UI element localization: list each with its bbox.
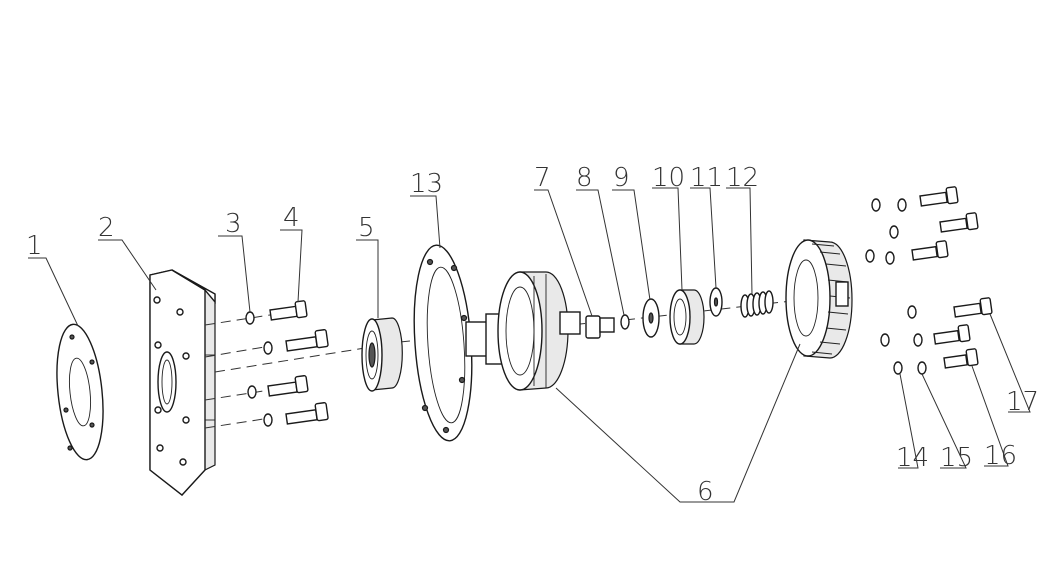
part-13-gasket bbox=[413, 244, 473, 442]
callout-4: 4 bbox=[283, 203, 300, 233]
part-14-washers bbox=[865, 198, 903, 375]
part-16-bolts bbox=[911, 186, 979, 369]
bolt bbox=[285, 402, 329, 425]
bolt bbox=[285, 329, 329, 352]
callout-12: 12 bbox=[726, 163, 759, 193]
callout-13: 13 bbox=[410, 169, 443, 199]
part-10-bearing bbox=[669, 289, 705, 345]
callout-9: 9 bbox=[613, 163, 630, 193]
part-15-washers bbox=[885, 198, 927, 375]
callout-16: 16 bbox=[984, 441, 1017, 471]
callout-7: 7 bbox=[534, 163, 551, 193]
callout-1: 1 bbox=[26, 231, 43, 261]
callout-3: 3 bbox=[225, 209, 242, 239]
callout-11: 11 bbox=[690, 163, 723, 193]
bolt bbox=[267, 375, 309, 397]
leader-lines bbox=[28, 187, 1031, 503]
part-6-gear-wheel bbox=[785, 239, 853, 359]
callout-5: 5 bbox=[358, 213, 375, 243]
bolt bbox=[269, 300, 308, 321]
callout-15: 15 bbox=[940, 443, 973, 473]
callout-10: 10 bbox=[652, 163, 685, 193]
part-3-washers bbox=[245, 311, 273, 427]
callout-6: 6 bbox=[697, 477, 714, 507]
part-4-bolts bbox=[267, 300, 329, 425]
callout-8: 8 bbox=[576, 163, 593, 193]
part-17-bolts bbox=[953, 297, 993, 318]
part-7-bolt bbox=[585, 315, 615, 339]
callout-labels: 1 2 3 4 5 6 7 8 9 10 11 12 13 14 15 16 1… bbox=[26, 163, 1039, 507]
part-12-spring bbox=[740, 290, 774, 318]
part-1-gasket bbox=[56, 323, 104, 461]
part-5-bearing bbox=[361, 317, 403, 392]
part-6-shaft-pulley bbox=[465, 271, 581, 391]
part-8-washer bbox=[620, 314, 630, 330]
callout-14: 14 bbox=[896, 443, 929, 473]
part-2-flange-plate bbox=[149, 269, 216, 496]
callout-2: 2 bbox=[98, 213, 115, 243]
part-9-spacer bbox=[642, 298, 660, 338]
part-11-washer bbox=[709, 287, 723, 317]
callout-17: 17 bbox=[1006, 387, 1039, 417]
